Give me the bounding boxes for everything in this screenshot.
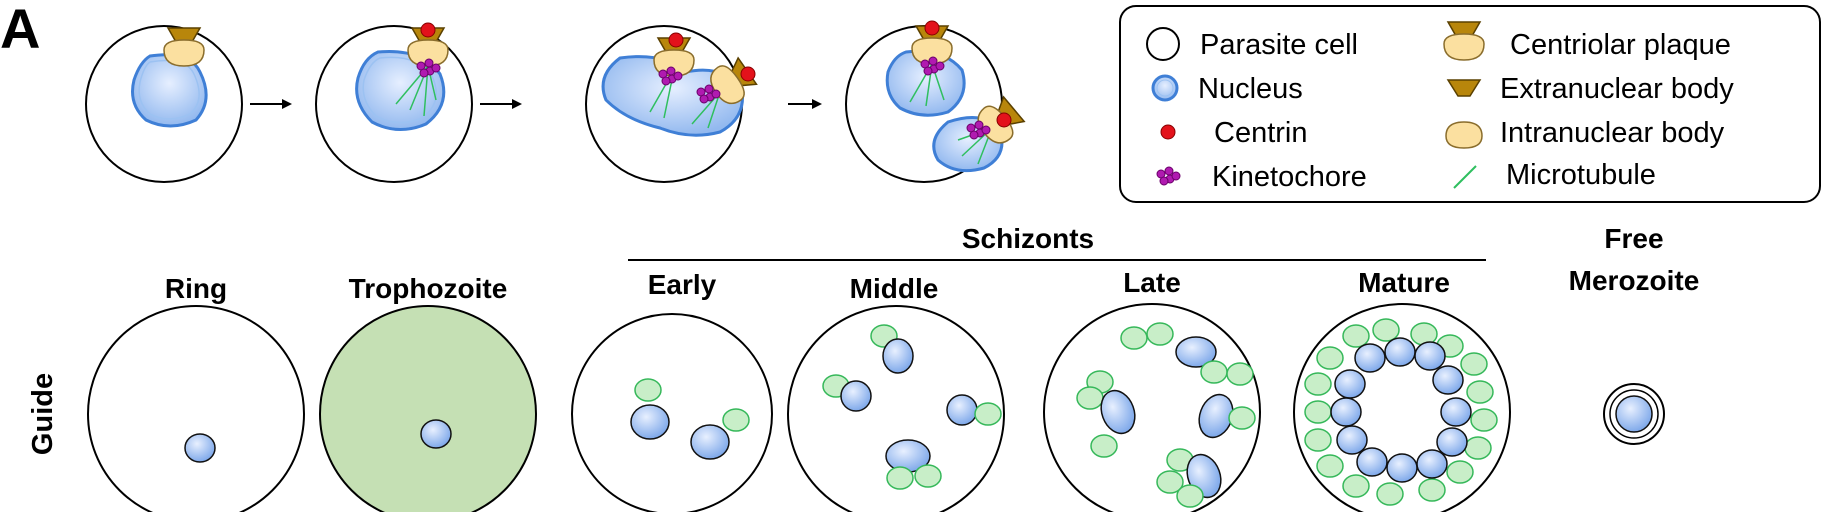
trophozoite-stage-cell xyxy=(320,306,536,512)
stage-label-ring: Ring xyxy=(165,273,227,304)
stage-label-middle: Middle xyxy=(850,273,939,304)
mature-schizont-cell xyxy=(1294,304,1510,512)
legend-label-parasite-cell: Parasite cell xyxy=(1200,29,1358,61)
stage-label-schizonts: Schizonts xyxy=(962,223,1094,254)
stage-label-late: Late xyxy=(1123,267,1181,298)
middle-schizont-cell xyxy=(788,306,1004,512)
arrow-2 xyxy=(480,99,522,109)
row-label-guide: Guide xyxy=(27,373,59,455)
legend-label-centrin: Centrin xyxy=(1214,117,1308,149)
legend-label-nucleus: Nucleus xyxy=(1198,73,1303,105)
ring-stage-cell xyxy=(88,306,304,512)
legend-label-centriolar-plaque: Centriolar plaque xyxy=(1510,29,1731,61)
arrow-1 xyxy=(250,99,292,109)
parasite-cell-icon xyxy=(1147,28,1179,60)
legend-label-intranuclear-body: Intranuclear body xyxy=(1500,117,1725,149)
division-cell-1 xyxy=(86,26,242,182)
free-merozoite-cell xyxy=(1604,384,1664,444)
stage-label-free: Free xyxy=(1604,223,1663,254)
nucleus-icon xyxy=(1153,76,1177,100)
legend-label-extranuclear-body: Extranuclear body xyxy=(1500,73,1734,105)
stage-label-early: Early xyxy=(648,269,717,300)
stage-label-trophozoite: Trophozoite xyxy=(349,273,508,304)
late-schizont-cell xyxy=(1044,304,1260,512)
stage-label-mature: Mature xyxy=(1358,267,1450,298)
legend-label-microtubule: Microtubule xyxy=(1506,159,1656,191)
intranuclear-body-icon xyxy=(1446,122,1482,148)
stage-label-merozoite: Merozoite xyxy=(1569,265,1700,296)
arrow-3 xyxy=(788,99,822,109)
division-cell-4 xyxy=(846,21,1027,182)
division-cell-2 xyxy=(316,23,472,182)
legend-label-kinetochore: Kinetochore xyxy=(1212,161,1367,193)
legend: Parasite cell Nucleus Centrin Kinetochor… xyxy=(1120,6,1820,202)
panel-letter: A xyxy=(0,0,40,60)
centrin-icon xyxy=(1161,125,1175,139)
division-cell-3 xyxy=(586,26,759,182)
early-schizont-cell xyxy=(572,314,772,512)
